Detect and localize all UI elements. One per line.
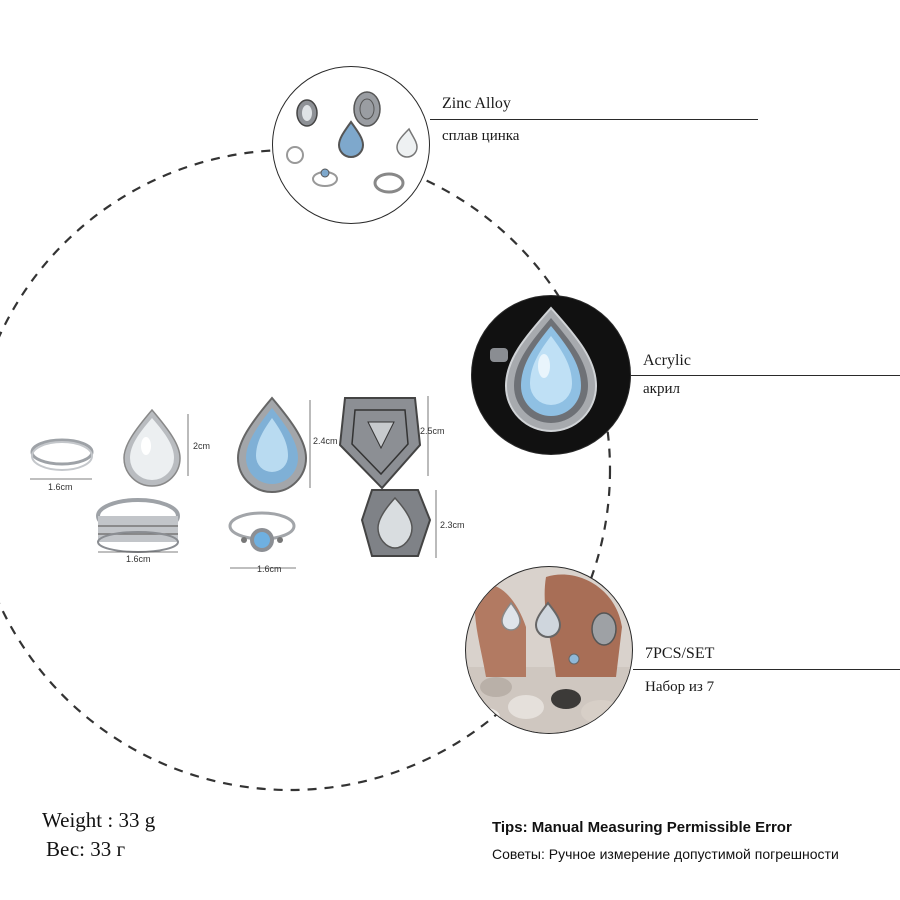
- mini-ring-marquise: [296, 99, 318, 127]
- set-rule: [633, 669, 900, 670]
- ring-blue-drop: [236, 396, 308, 493]
- dim-ring-moon: 1.6cm: [48, 482, 73, 492]
- zinc-alloy-rule: [430, 119, 758, 120]
- acrylic-label: Acrylic: [643, 352, 691, 369]
- dim-ring-marquise: 2.3cm: [440, 520, 465, 530]
- acrylic-label-ru: акрил: [643, 381, 680, 397]
- ring-shield: [338, 397, 422, 490]
- dim-ring-small-blue: 1.6cm: [257, 564, 282, 574]
- closeup-blue-drop-ring: [490, 306, 598, 432]
- mini-ring-opal: [396, 127, 418, 158]
- mini-ring-small-blue: [312, 168, 338, 187]
- tips-en: Tips: Manual Measuring Permissible Error: [492, 819, 792, 836]
- zinc-alloy-photo: [272, 66, 430, 224]
- worn-rings: [501, 601, 617, 665]
- ring-band: [96, 498, 180, 553]
- zinc-alloy-label: Zinc Alloy: [442, 95, 511, 112]
- ring-opal: [123, 408, 181, 487]
- dim-ring-opal: 2cm: [193, 441, 211, 451]
- dim-ring-blue-drop: 2.4cm: [313, 436, 338, 446]
- mini-ring-blue-drop: [337, 120, 365, 158]
- tips-ru: Советы: Ручное измерение допустимой погр…: [492, 846, 839, 862]
- mini-ring-band: [373, 172, 405, 194]
- acrylic-rule: [631, 375, 900, 376]
- mini-ring-moon: [286, 146, 304, 164]
- dim-ring-shield: 2.5cm: [420, 426, 445, 436]
- zinc-alloy-label-ru: сплав цинка: [442, 128, 520, 144]
- ring-marquise: [360, 489, 432, 557]
- pebbles: [472, 677, 621, 726]
- ring-small-blue: [228, 511, 296, 552]
- ring-moon: [30, 438, 94, 471]
- set-label-ru: Набор из 7: [645, 679, 715, 695]
- acrylic-photo: [471, 295, 631, 455]
- weight-en: Weight : 33 g: [42, 808, 156, 832]
- dim-ring-band: 1.6cm: [126, 554, 151, 564]
- mini-ring-shield: [353, 91, 381, 127]
- set-label: 7PCS/SET: [645, 645, 715, 662]
- weight-ru: Вес: 33 г: [46, 837, 126, 861]
